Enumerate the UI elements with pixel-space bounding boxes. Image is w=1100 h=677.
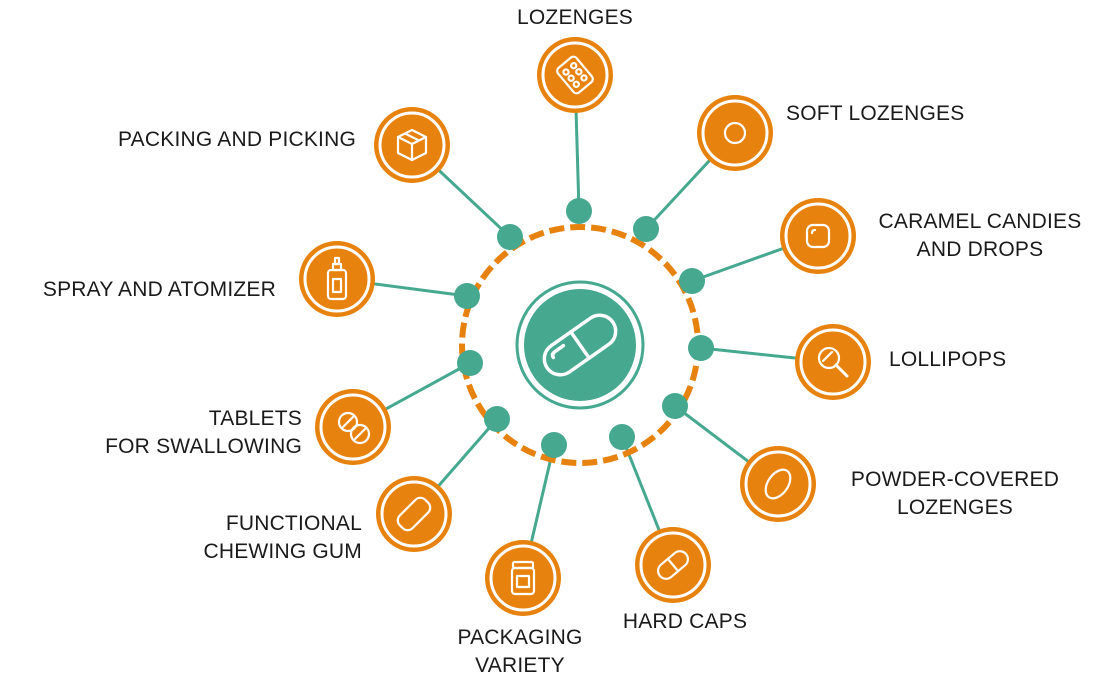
lollipop-icon — [795, 324, 871, 400]
packaging-variety-label: PACKAGING VARIETY — [457, 624, 582, 677]
packing-node-dot — [497, 224, 523, 250]
powder-covered-label: POWDER-COVERED LOZENGES — [851, 466, 1059, 522]
circle-icon — [697, 95, 773, 171]
powder-covered-node-dot — [662, 393, 688, 419]
lollipops-label: LOLLIPOPS — [889, 346, 1006, 374]
lozenges-node-dot — [566, 198, 592, 224]
packing-label: PACKING AND PICKING — [118, 126, 356, 154]
packaging-variety-label-line: VARIETY — [475, 654, 565, 677]
tablets-label: TABLETS FOR SWALLOWING — [105, 405, 302, 461]
center-capsule-icon — [515, 280, 645, 410]
jar-icon — [485, 540, 561, 616]
lozenges-label-line: LOZENGES — [517, 6, 633, 29]
lollipops-label-line: LOLLIPOPS — [889, 348, 1007, 371]
packaging-variety-node-dot — [541, 432, 567, 458]
powder-covered-label-line: POWDER-COVERED — [850, 468, 1060, 491]
functional-gum-label-line: CHEWING GUM — [203, 540, 362, 563]
packing-label-line: PACKING AND PICKING — [118, 128, 356, 151]
spray-node-dot — [454, 283, 480, 309]
caramel-candies-label-line: AND DROPS — [916, 238, 1044, 261]
functional-gum-label-line: FUNCTIONAL — [225, 512, 362, 535]
tablets-label-line: TABLETS — [208, 407, 302, 430]
tablets-node-dot — [457, 350, 483, 376]
spray-label-line: SPRAY AND ATOMIZER — [42, 278, 276, 301]
hard-caps-label-line: HARD CAPS — [622, 610, 748, 633]
gum-icon — [376, 476, 452, 552]
hard-caps-node-dot — [609, 424, 635, 450]
powder-covered-label-line: LOZENGES — [897, 496, 1013, 519]
rounded-square-icon — [780, 198, 856, 274]
lozenges-label: LOZENGES — [517, 4, 633, 32]
spray-bottle-icon — [299, 241, 375, 317]
spray-label: SPRAY AND ATOMIZER — [43, 276, 276, 304]
soft-lozenges-label: SOFT LOZENGES — [786, 100, 964, 128]
tablets-icon — [315, 389, 391, 465]
caramel-candies-label-line: CARAMEL CANDIES — [878, 210, 1082, 233]
soft-lozenges-label-line: SOFT LOZENGES — [786, 102, 965, 125]
lollipops-node-dot — [688, 335, 714, 361]
hard-caps-label: HARD CAPS — [623, 608, 747, 636]
caramel-candies-label: CARAMEL CANDIES AND DROPS — [879, 208, 1082, 264]
capsule-icon — [635, 527, 711, 603]
caramel-candies-node-dot — [679, 268, 705, 294]
box-icon — [374, 107, 450, 183]
functional-gum-label: FUNCTIONAL CHEWING GUM — [203, 510, 362, 566]
blister-pack-icon — [537, 37, 613, 113]
soft-lozenges-node-dot — [633, 216, 659, 242]
tablets-label-line: FOR SWALLOWING — [105, 435, 302, 458]
oval-lozenge-icon — [740, 446, 816, 522]
packaging-variety-label-line: PACKAGING — [457, 626, 583, 649]
functional-gum-node-dot — [484, 406, 510, 432]
